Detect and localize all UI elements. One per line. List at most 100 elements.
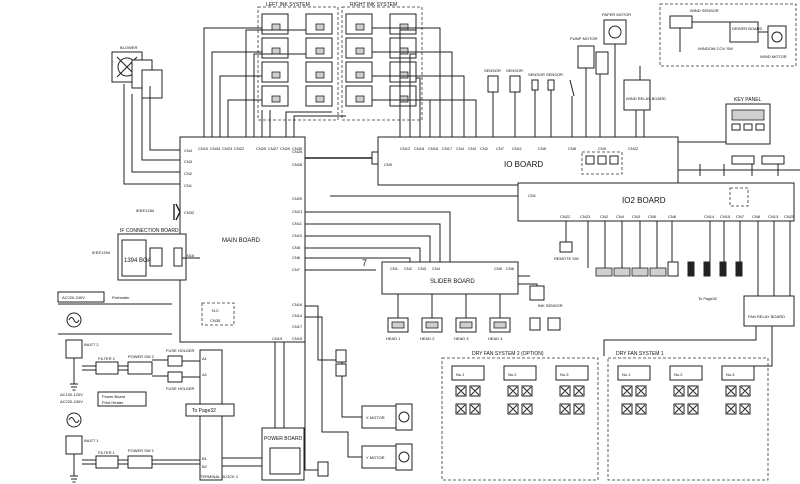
svg-text:HEAD 1: HEAD 1 xyxy=(386,336,401,341)
x-mark: 7 xyxy=(362,258,367,268)
terminal-block-label: TERMINAL BLOCK 1 xyxy=(200,474,239,479)
svg-text:CN34: CN34 xyxy=(210,146,221,151)
dry-fan-system-2-label: DRY FAN SYSTEM 2 (OPTION) xyxy=(472,351,544,357)
main-board-top-ports: CN10 CN34 CN23 CN22 CN25 CN27 CN29 CN30 xyxy=(198,146,303,151)
svg-text:AC220-240V: AC220-240V xyxy=(62,295,85,300)
svg-text:CN18: CN18 xyxy=(414,146,425,151)
svg-text:AC220-240V: AC220-240V xyxy=(60,399,83,404)
svg-text:INLET 1: INLET 1 xyxy=(84,438,99,443)
wind-sensor-icon xyxy=(669,15,693,29)
svg-text:CN5: CN5 xyxy=(494,266,503,271)
power-sw1-box[interactable] xyxy=(127,455,153,469)
main-board-right-ports: CN28 CN26 CN20 CN21 CN11 CN10 CN8 CN6 CN… xyxy=(292,149,303,341)
svg-text:CN3: CN3 xyxy=(418,266,427,271)
svg-text:No.1: No.1 xyxy=(456,372,465,377)
svg-text:CN10: CN10 xyxy=(198,146,209,151)
board-1394-label: 1394 BOARD xyxy=(124,258,161,264)
wind-sensor-label: WIND SENSOR xyxy=(690,8,719,13)
pump-motor-group: PUMP MOTOR xyxy=(570,36,609,137)
svg-text:CN27: CN27 xyxy=(268,146,279,151)
left-ink-system-group xyxy=(257,6,339,121)
svg-text:CN4: CN4 xyxy=(456,146,465,151)
wind-system-group xyxy=(659,3,797,67)
to-page32-box-a[interactable] xyxy=(185,403,235,417)
svg-text:CN32: CN32 xyxy=(184,210,195,215)
svg-text:CN16: CN16 xyxy=(428,146,439,151)
svg-text:CN3: CN3 xyxy=(468,146,477,151)
svg-text:CN10: CN10 xyxy=(292,233,303,238)
svg-text:Y MOTOR: Y MOTOR xyxy=(366,455,385,460)
remote-sw-icon xyxy=(559,241,573,253)
wind-motor-icon xyxy=(767,25,787,49)
svg-text:INK SENSOR: INK SENSOR xyxy=(538,303,563,308)
svg-text:CN9: CN9 xyxy=(384,162,393,167)
svg-text:HEAD 3: HEAD 3 xyxy=(454,336,469,341)
main-board-title: MAIN BOARD xyxy=(222,238,261,244)
svg-text:B1: B1 xyxy=(202,456,208,461)
dry-fan-system-1-label: DRY FAN SYSTEM 1 xyxy=(616,351,664,357)
svg-text:CN7: CN7 xyxy=(496,146,505,151)
svg-text:CN11: CN11 xyxy=(292,221,303,226)
svg-text:FILTER 2: FILTER 2 xyxy=(98,356,116,361)
svg-text:CN20: CN20 xyxy=(292,196,303,201)
svg-text:CN22: CN22 xyxy=(234,146,245,151)
svg-text:DRIVER BOARD: DRIVER BOARD xyxy=(732,26,763,31)
if-connection-label: IF CONNECTION BOARD xyxy=(120,228,179,234)
svg-text:CN2: CN2 xyxy=(184,171,193,176)
svg-text:KEY PANEL: KEY PANEL xyxy=(734,97,762,103)
main-board xyxy=(179,136,306,343)
svg-text:Power Board: Power Board xyxy=(102,394,125,399)
to-page32-label-b[interactable]: To Page32 xyxy=(698,296,718,301)
svg-text:WINDOW COV SW: WINDOW COV SW xyxy=(698,46,733,51)
svg-text:To Page32: To Page32 xyxy=(192,408,216,414)
dry-fan-system-2 xyxy=(441,357,599,481)
io-board xyxy=(377,136,679,186)
filter2-box xyxy=(95,361,119,375)
main-to-slider-wires xyxy=(305,211,451,271)
io-board-title: IO BOARD xyxy=(504,160,543,169)
left-ink-cartridges xyxy=(261,13,333,107)
svg-text:CN6: CN6 xyxy=(292,255,301,260)
svg-text:No.2: No.2 xyxy=(674,372,683,377)
svg-text:CN5: CN5 xyxy=(648,214,657,219)
svg-text:CN16: CN16 xyxy=(292,302,303,307)
svg-text:CN23: CN23 xyxy=(580,214,591,219)
right-ink-cartridges xyxy=(345,13,417,107)
svg-text:SENSOR: SENSOR xyxy=(506,68,523,73)
blower-label: BLOWER xyxy=(120,45,137,50)
svg-text:B2: B2 xyxy=(202,464,208,469)
svg-text:CN8: CN8 xyxy=(752,214,761,219)
svg-text:CN16: CN16 xyxy=(184,253,195,258)
svg-text:FAN RELAY BOARD: FAN RELAY BOARD xyxy=(748,314,785,319)
svg-text:CN8: CN8 xyxy=(292,245,301,250)
svg-text:CN22: CN22 xyxy=(560,214,571,219)
svg-text:No.2: No.2 xyxy=(508,372,517,377)
ieee1284-label: IEEE1284 xyxy=(136,208,155,213)
svg-text:CN4: CN4 xyxy=(184,148,193,153)
ac-top-label-box xyxy=(57,291,105,303)
svg-text:CN1: CN1 xyxy=(184,183,193,188)
svg-text:AC100-120V: AC100-120V xyxy=(60,392,83,397)
svg-text:POWER SW 1: POWER SW 1 xyxy=(128,448,155,453)
svg-text:CN15: CN15 xyxy=(292,336,303,341)
svg-text:CN2: CN2 xyxy=(404,266,413,271)
svg-text:CN25: CN25 xyxy=(256,146,267,151)
right-ink-system-group xyxy=(341,6,423,121)
blower-group: BLOWER xyxy=(111,45,182,185)
x-motor-group: X MOTOR xyxy=(361,403,413,431)
svg-text:POWER SW 2: POWER SW 2 xyxy=(128,354,155,359)
svg-text:CN14: CN14 xyxy=(292,313,303,318)
svg-text:FUSE HOLDER: FUSE HOLDER xyxy=(166,386,195,391)
svg-text:CN4: CN4 xyxy=(432,266,441,271)
nc-label: N.C xyxy=(212,308,219,313)
svg-text:PUMP MOTOR: PUMP MOTOR xyxy=(570,36,598,41)
svg-text:CN29: CN29 xyxy=(280,146,291,151)
svg-text:SENSOR: SENSOR xyxy=(546,72,563,77)
svg-text:CN15: CN15 xyxy=(720,214,731,219)
svg-text:A1: A1 xyxy=(202,356,208,361)
power-sw2-box[interactable] xyxy=(127,361,153,375)
power-board-label: POWER BOARD xyxy=(264,436,302,442)
